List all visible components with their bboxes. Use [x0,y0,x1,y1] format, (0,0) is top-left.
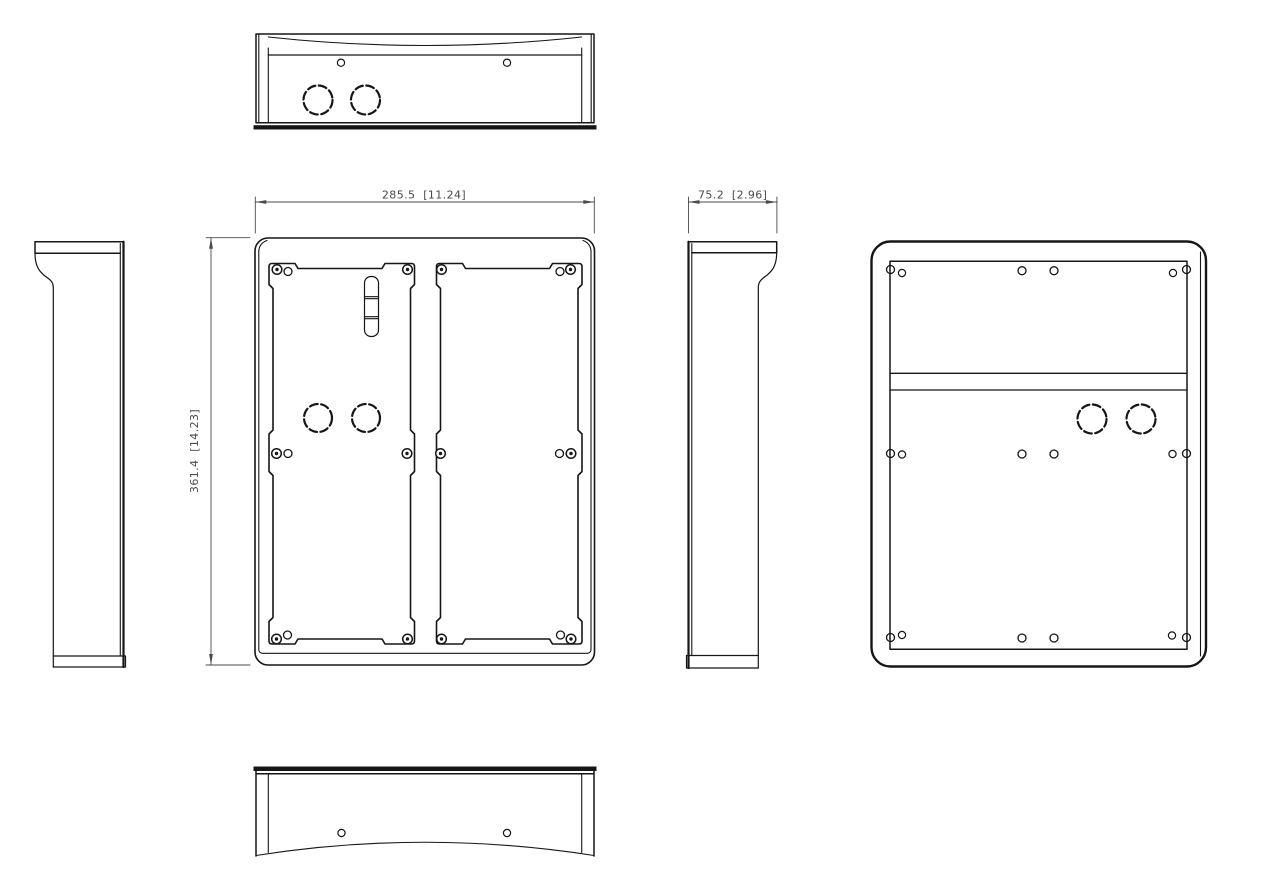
mounting-hole [1049,633,1059,643]
left-side-view [34,240,127,669]
arrowhead [765,199,778,205]
knockout-hole [1076,403,1108,435]
arrowhead [208,653,214,666]
screw-hole [401,263,414,276]
extension-lines [254,196,595,234]
mounting-hole [1017,449,1027,459]
mounting-hole [1017,633,1027,643]
pilot-hole [555,630,566,640]
pilot-hole [283,266,293,277]
mounting-hole [897,450,907,459]
screw-hole [270,447,283,460]
mounting-hole [1017,266,1027,276]
front-view-inner-walls [258,239,592,654]
left-side-foot [52,655,127,668]
lid-screw-hole [337,828,346,838]
lid-screw-hole [502,58,512,68]
front-view [254,237,596,666]
mounting-hole [1167,631,1177,640]
cable-slot [363,275,380,338]
back-plate [889,260,1188,651]
dimension-height: 361.4 [14.23] [188,237,251,666]
extension-lines [205,237,251,666]
arrowhead [254,199,267,205]
screw-hole [401,633,414,645]
bottom-view-curved-face [255,841,595,857]
pilot-hole [554,448,565,459]
mounting-hole [897,630,907,640]
screw-hole [435,633,448,645]
pilot-holes [282,266,566,640]
bottom-view-outline [255,767,595,857]
top-view-outline [255,33,595,124]
lid-screw-hole [336,58,346,68]
arrowhead [582,199,595,205]
dimension-depth: 75.2 [2.96] [688,189,778,234]
pilot-hole [555,266,565,277]
knockout-hole [302,402,334,434]
back-view [870,240,1208,668]
rail-band [889,372,1188,391]
bottom-view-back-band [253,766,597,771]
back-view-outline [870,240,1208,668]
top-view-side-walls [258,33,592,124]
top-view-front-band [253,125,597,130]
mounting-plate-right [435,262,583,645]
mounting-plate-left [268,262,416,645]
dimension-width: 285.5 [11.24] [254,189,595,234]
back-mounting-holes [885,264,1192,643]
knockout-hole [302,84,334,116]
lid-screw-hole [502,828,512,838]
front-view-outline [254,237,596,666]
arrowhead [208,237,214,250]
mounting-hole [1049,449,1059,459]
bottom-view [253,766,597,857]
screw-hole [271,263,283,276]
pilot-hole [282,630,293,640]
bottom-view-side-walls [267,773,583,854]
left-side-flange [34,240,125,255]
screw-hole [434,447,447,460]
mounting-hole [1168,449,1177,459]
screw-hole [435,263,448,276]
knockout-hole [350,402,382,434]
mounting-hole [897,268,907,278]
dim-width-label: 285.5 [11.24] [382,189,466,202]
dim-depth-label: 75.2 [2.96] [698,189,767,202]
right-side-flange [687,240,778,254]
screw-hole [401,447,413,460]
mounting-hole [1049,266,1059,276]
screw-hole [565,633,577,645]
screw-hole [270,633,283,645]
top-view-curved-face [267,36,583,47]
dim-height-label: 361.4 [14.23] [188,409,201,493]
right-side-view [685,240,778,670]
extension-lines [688,196,778,234]
knockout-hole [349,84,382,116]
plate-screws [270,263,577,645]
mounting-hole [1168,268,1178,278]
pilot-hole [283,448,293,459]
screw-hole [565,447,577,460]
top-view [253,33,597,130]
screw-hole [564,263,577,276]
knockout-hole [1125,403,1157,435]
right-side-profile-curve [757,252,778,669]
right-side-foot [685,654,759,669]
left-side-profile-curve [34,252,54,668]
